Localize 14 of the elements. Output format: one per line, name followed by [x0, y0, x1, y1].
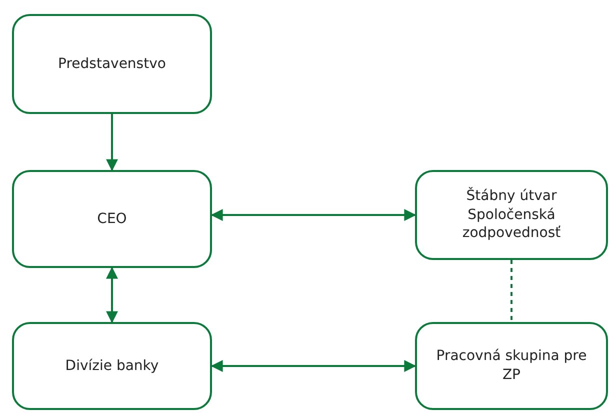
arrow	[106, 114, 118, 172]
box-label: Pracovná skupina pre ZP	[435, 347, 588, 385]
org-box	[12, 14, 212, 114]
arrow	[210, 360, 416, 372]
arrow	[106, 266, 118, 324]
org-box	[415, 322, 608, 410]
org-box	[12, 322, 212, 410]
box-label: Štábny útvar Spoločenská zodpovednosť	[461, 186, 562, 244]
box-label: Predstavenstvo	[58, 54, 166, 74]
org-box	[415, 170, 608, 260]
org-box	[12, 170, 212, 268]
box-label: Divízie banky	[65, 356, 159, 376]
box-label: CEO	[97, 210, 127, 228]
arrow	[210, 209, 416, 221]
